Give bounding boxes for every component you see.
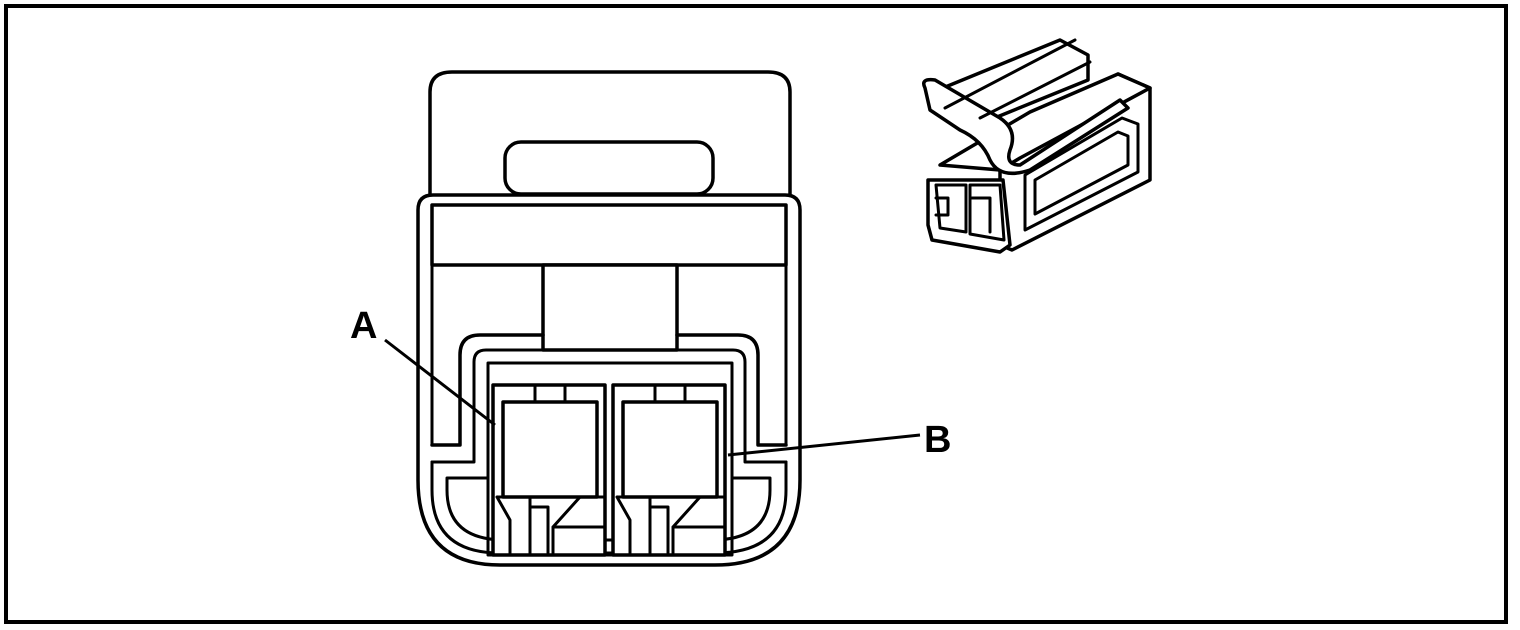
iso-side-window-inner [1033,130,1130,216]
terminal-shroud-outer [430,333,788,447]
iso-latch-groove [943,38,1092,120]
latch-slot [503,140,715,196]
cavity-frame [486,361,734,557]
terminal-shroud-inner [430,348,788,464]
connector-isometric-view [922,38,1152,254]
iso-cavity-right [968,183,1006,242]
callout-label-a: A [350,305,377,347]
callout-b: B [727,419,951,461]
iso-latch-arm [922,77,1130,176]
connector-front-view [416,70,802,567]
callout-a: A [350,305,496,427]
callout-leader-a [384,338,496,427]
callout-leader-b [727,433,921,457]
iso-side-window [1023,116,1140,232]
terminal-cavity-a [491,383,607,557]
terminal-cavity-b [611,383,727,557]
bowl-outer-line [430,460,788,555]
center-post [541,263,679,352]
callout-label-b: B [924,419,951,461]
diagram-border [4,4,1508,624]
iso-cavity-left [934,183,968,234]
